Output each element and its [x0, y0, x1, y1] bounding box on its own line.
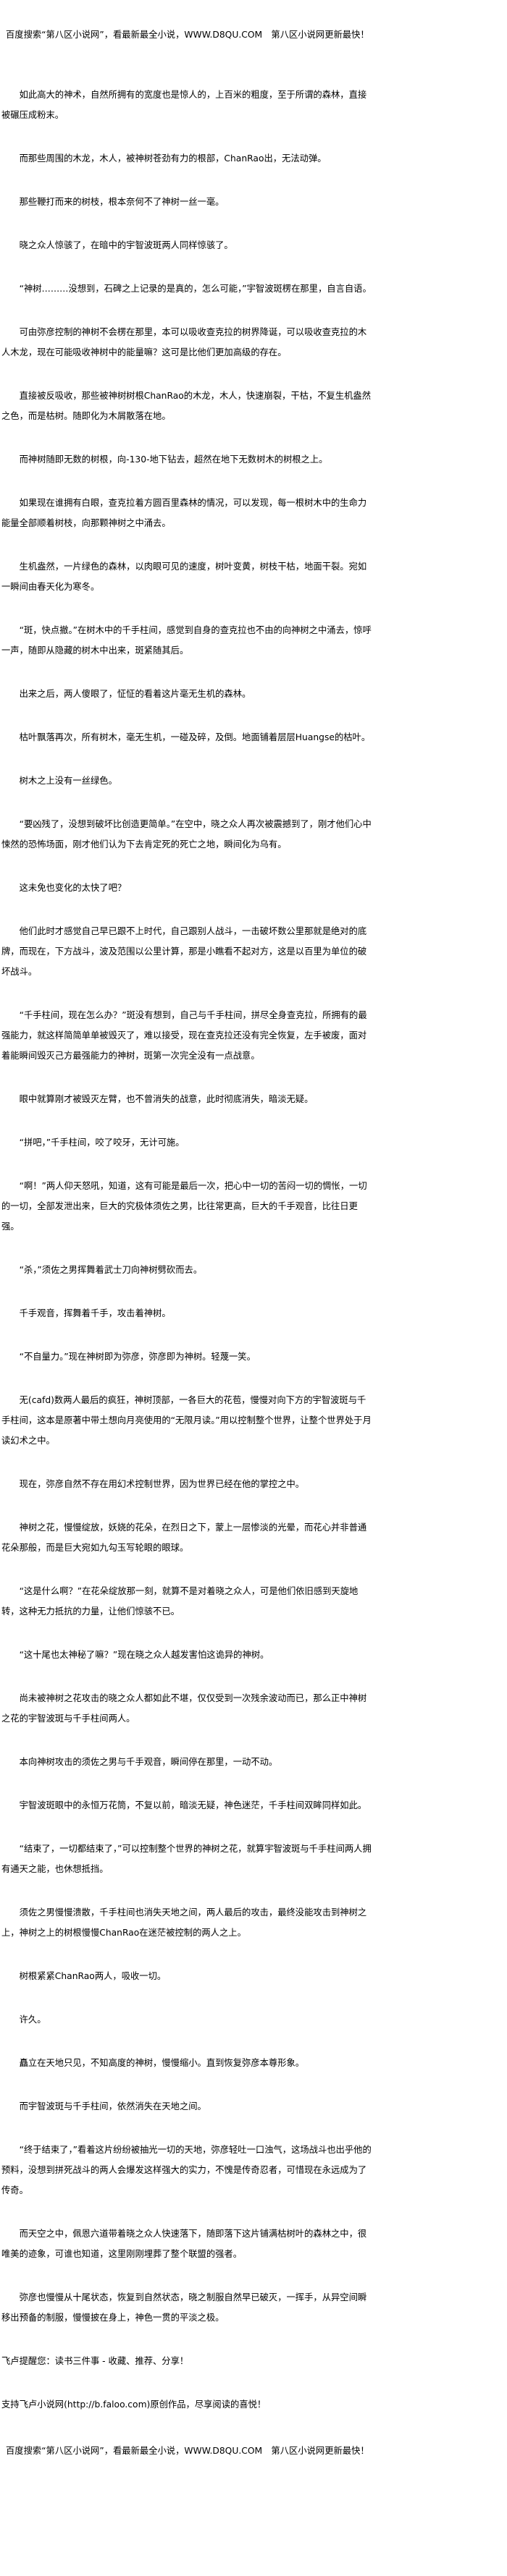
paragraph: “这十尾也太神秘了嘛？”现在晓之众人越发害怕这诡异的神树。: [19, 1650, 269, 1660]
site-banner-bottom: 百度搜索“第八区小说网”，看最新最全小说，WWW.D8QU.COM 第八区小说网…: [6, 2446, 369, 2456]
paragraph: 直接被反吸收，那些被神树树根ChanRao的木龙，木人，快速崩裂，干枯，不复生机…: [1, 391, 372, 421]
paragraph: 而宇智波斑与千手柱间，依然消失在天地之间。: [19, 2101, 206, 2111]
paragraph: 如此高大的神术，自然所拥有的宽度也是惊人的，上百米的粗度，至于所谓的森林，直接被…: [1, 90, 367, 120]
paragraph: 千手观音，挥舞着千手，攻击着神树。: [19, 1308, 171, 1318]
paragraph: “杀，”须佐之男挥舞着武士刀向神树劈砍而去。: [19, 1265, 203, 1275]
paragraph: 而天空之中，佩恩六道带着晓之众人快速落下，随即落下这片铺满枯树叶的森林之中，很唯…: [1, 2229, 367, 2259]
paragraph: “千手柱间，现在怎么办？”斑没有想到，自己与千手柱间，拼尽全身查克拉，所拥有的最…: [1, 1010, 367, 1061]
paragraph: 宇智波斑眼中的永恒万花筒，不复以前，暗淡无疑，神色迷茫，千手柱间双眸同样如此。: [19, 1800, 367, 1810]
paragraph: “这是什么啊？”在花朵绽放那一刻，就算不是对着晓之众人，可是他们依旧感到天旋地转…: [1, 1586, 359, 1617]
paragraph: “终于结束了，”看着这片纷纷被抽光一切的天地，弥彦轻吐一口浊气，这场战斗也出乎他…: [1, 2145, 372, 2195]
paragraph: 无(cafd)数两人最后的疯狂，神树顶部，一各巨大的花苞，慢慢对向下方的宇智波斑…: [1, 1395, 372, 1446]
paragraph: 那些鞭打而来的树枝，根本奈何不了神树一丝一毫。: [19, 197, 225, 207]
paragraph: 出来之后，两人傻眼了，怔怔的看着这片毫无生机的森林。: [19, 689, 251, 699]
site-banner-top: 百度搜索“第八区小说网”，看最新最全小说，WWW.D8QU.COM 第八区小说网…: [6, 30, 369, 40]
paragraph: “结束了，一切都结束了，”可以控制整个世界的神树之花，就算宇智波斑与千手柱间两人…: [1, 1844, 372, 1874]
paragraph: 眼中就算刚才被毁灭左臂，也不曾消失的战意，此时彻底消失，暗淡无疑。: [19, 1094, 314, 1104]
paragraph: 现在，弥彦自然不存在用幻术控制世界，因为世界已经在他的掌控之中。: [19, 1479, 305, 1489]
paragraph: 矗立在天地只见，不知高度的神树，慢慢缩小。直到恢复弥彦本尊形象。: [19, 2058, 305, 2068]
paragraph: 而神树随即无数的树根，向-130-地下钻去，超然在地下无数树木的树根之上。: [19, 454, 328, 465]
paragraph: 这未免也变化的太快了吧？: [19, 883, 127, 893]
paragraph: 许久。: [19, 2014, 46, 2025]
paragraph: 树根紧紧ChanRao两人，吸收一切。: [19, 1971, 167, 1981]
paragraph: “拼吧，”千手柱间，咬了咬牙，无计可施。: [19, 1137, 185, 1148]
paragraph: “啊！”两人仰天怒吼，知道，这有可能是最后一次，把心中一切的苦闷一切的惆怅，一切…: [1, 1181, 367, 1232]
paragraph: “斑，快点撤。”在树木中的千手柱间，感觉到自身的查克拉也不由的向神树之中涌去，惊…: [1, 625, 372, 656]
paragraph: 可由弥彦控制的神树不会楞在那里，本可以吸收查克拉的树界降诞，可以吸收查克拉的木人…: [1, 327, 367, 357]
paragraph: “神树………没想到，石碑之上记录的是真的，怎么可能，”宇智波斑楞在那里，自言自语…: [19, 284, 372, 294]
paragraph: “要凶残了，没想到破坏比创造更简单。”在空中，晓之众人再次被震撼到了，刚才他们心…: [1, 819, 372, 850]
paragraph: 如果现在谁拥有白眼，查克拉着方圆百里森林的情况，可以发现，每一根树木中的生命力能…: [1, 498, 367, 528]
paragraph: 尚未被神树之花攻击的晓之众人都如此不堪，仅仅受到一次残余波动而已，那么正中神树之…: [1, 1693, 367, 1724]
paragraph: 本向神树攻击的须佐之男与千手观音，瞬间停在那里，一动不动。: [19, 1757, 278, 1767]
reminder-note: 飞卢提醒您：读书三件事 - 收藏、推荐、分享！: [1, 2356, 189, 2366]
paragraph: 树木之上没有一丝绿色。: [19, 776, 117, 786]
paragraph: “不自量力。”现在神树即为弥彦，弥彦即为神树。轻蔑一笑。: [19, 1352, 256, 1362]
paragraph: 枯叶飘落再次，所有树木，毫无生机，一碰及碎，及倒。地面铺着层层Huangse的枯…: [19, 732, 371, 742]
support-note: 支持飞卢小说网(http://b.faloo.com)原创作品，尽享阅读的喜悦！: [1, 2399, 267, 2410]
paragraph: 神树之花，慢慢绽放，妖娆的花朵，在烈日之下，蒙上一层惨淡的光晕，而花心并非普通花…: [1, 1522, 367, 1553]
paragraph: 须佐之男慢慢溃散，千手柱间也消失天地之间，两人最后的攻击，最终没能攻击到神树之上…: [1, 1907, 367, 1938]
paragraph: 晓之众人惊骇了，在暗中的宇智波斑两人同样惊骇了。: [19, 240, 233, 250]
paragraph: 他们此时才感觉自己早已跟不上时代，自己跟别人战斗，一击破坏数公里那就是绝对的底牌…: [1, 926, 367, 977]
chapter-page: 百度搜索“第八区小说网”，看最新最全小说，WWW.D8QU.COM 第八区小说网…: [1, 30, 372, 2456]
chapter-body: 如此高大的神术，自然所拥有的宽度也是惊人的，上百米的粗度，至于所谓的森林，直接被…: [1, 85, 372, 2328]
paragraph: 生机盎然，一片绿色的森林，以肉眼可见的速度，树叶变黄，树枝干枯，地面干裂。宛如一…: [1, 562, 367, 592]
paragraph: 弥彦也慢慢从十尾状态，恢复到自然状态，晓之制服自然早已破灭，一挥手，从异空间瞬移…: [1, 2292, 367, 2323]
paragraph: 而那些周围的木龙，木人，被神树苍劲有力的根部，ChanRao出，无法动弹。: [19, 153, 327, 164]
